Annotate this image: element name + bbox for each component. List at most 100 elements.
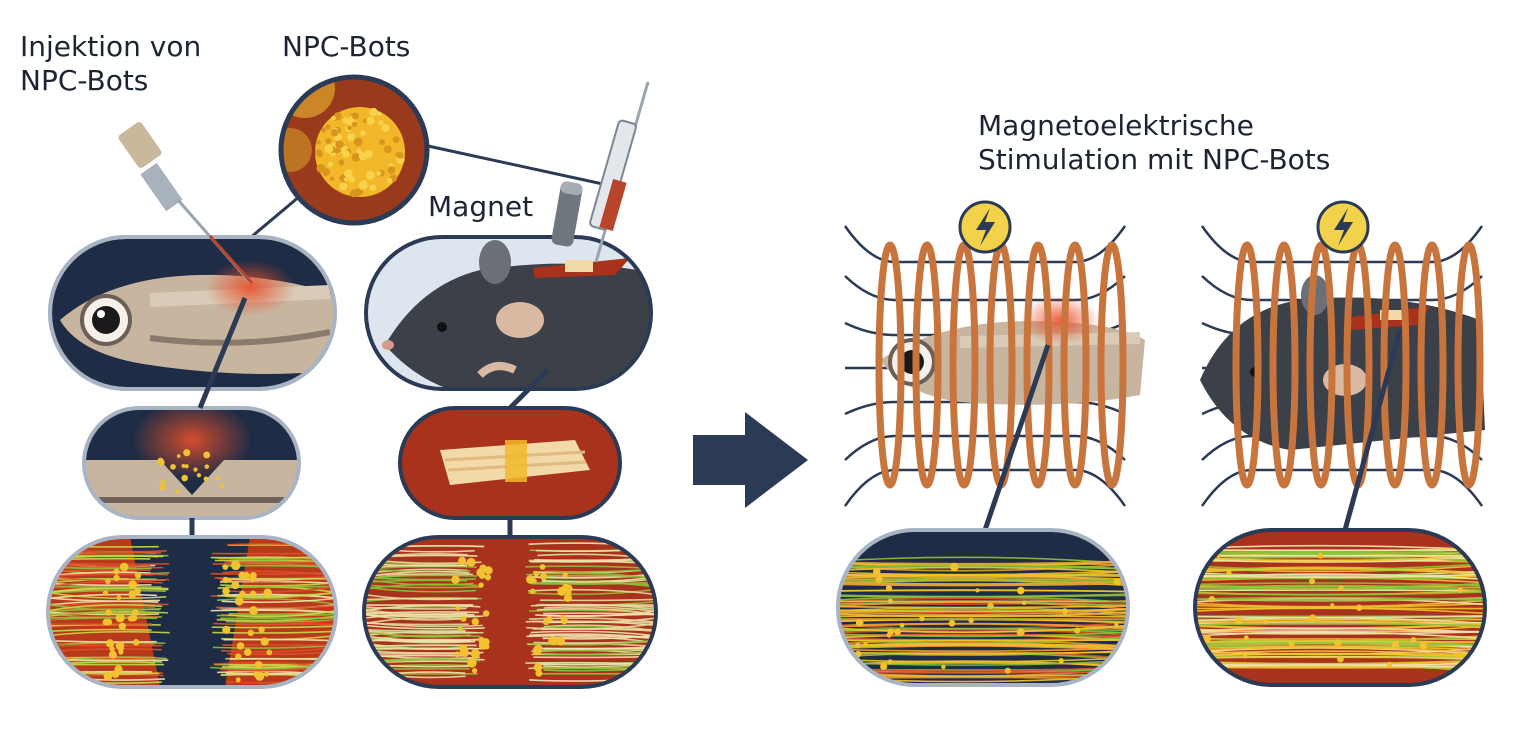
npc-bot-dot [108,650,117,659]
npc-bot-dot [1410,636,1417,643]
npc-bot-texture [378,120,384,126]
npc-bot-texture [379,139,386,146]
npc-bot-dot [1308,578,1316,585]
npc-bot-texture [330,129,339,137]
npc-bot-dot [886,632,892,638]
npc-bot-dot [175,489,180,494]
coil-turn [1097,241,1127,489]
npc-bot-dot [249,606,258,616]
nerve-fiber [528,588,656,596]
npc-bot-texture [347,133,356,142]
nerve-fiber [838,608,1128,616]
npc-bot-dot [533,570,540,577]
npc-bot-dot [239,590,246,597]
nerve-fiber [364,611,479,615]
nerve-fiber [48,612,154,616]
nerve-fiber [364,634,481,641]
npc-bot-dot [113,568,120,575]
npc-bot-dot [451,575,460,584]
nerve-fiber [210,556,336,559]
npc-bot-dot [470,649,480,659]
npc-bot-texture [316,163,326,173]
npc-bot-texture [365,170,375,180]
coil-turn [912,241,942,489]
npc-bot-dot [562,572,568,578]
nerve-fiber [838,615,1128,618]
nerve-fiber [838,589,1128,593]
nerve-fiber [221,597,336,604]
coil-turn [1269,241,1299,489]
npc-bot-dot [1338,585,1344,591]
npc-bot-texture [321,127,327,133]
npc-bot-texture [335,140,344,149]
npc-bot-dot [1317,552,1324,559]
nerve-fiber [528,588,656,596]
coil-turn [1023,241,1053,489]
fish-in-coil [843,200,1145,507]
npc-bot-dot [222,625,231,634]
npc-bot-dot [181,464,186,468]
npc-bot-dot [105,578,111,585]
npc-bot-dot [220,483,225,488]
nerve-fiber [223,638,336,642]
nerve-fiber [838,659,1128,666]
npc-bot-texture [338,159,345,166]
nerve-fiber [1195,631,1485,640]
nerve-fiber [48,597,161,603]
npc-bot-texture [351,121,358,128]
coil-turn [1454,241,1484,489]
npc-bot-texture [342,117,349,124]
coil-turn [949,241,979,489]
nerve-fiber [838,651,1128,655]
npc-bot-dot [263,588,272,597]
npc-bot-dot [560,617,568,625]
npc-bot-dot [1021,600,1027,606]
npc-bot-texture [328,161,334,167]
nerve-fiber [838,605,1128,609]
npc-bot-texture [392,136,400,144]
npc-bot-texture [358,151,363,156]
fish-regenerated-detail [836,528,1130,687]
npc-bot-dot [941,664,946,670]
npc-bot-dot [222,564,229,570]
npc-bot-texture [325,124,331,130]
npc-bot-dot [484,574,492,581]
npc-bot-dot [561,589,567,595]
mouse-lesion-detail [398,406,622,520]
npc-bot-dot [134,588,141,595]
npc-bot-dot [539,564,546,570]
npc-bot-dot [1386,661,1393,668]
fish-lesion-detail [82,406,301,520]
npc-bot-texture [331,115,336,121]
npc-bot-dot [887,598,894,604]
nerve-fiber [364,635,479,642]
npc-bot-dot [116,595,122,601]
npc-bot-dot [1242,654,1248,659]
npc-bot-dot [539,572,548,581]
nerve-fiber [221,593,336,599]
nerve-fiber [838,631,1128,638]
nerve-fiber [48,582,152,587]
magnetic-field-line [844,275,1126,302]
npc-bot-dot [222,576,229,584]
nerve-fiber [838,580,1128,585]
injection-label-line1: Injektion von [20,30,202,63]
nerve-fiber [364,584,481,589]
nerve-fiber [48,587,169,594]
npc-bot-texture [325,138,332,144]
nerve-fiber [1195,615,1485,619]
npc-bot-dot [535,669,543,677]
nerve-fiber [1195,553,1485,563]
nerve-fiber [1195,566,1485,575]
lightning-icon-2 [1316,200,1370,254]
npc-bot-dot [102,590,109,596]
npc-bot-dot [478,582,484,588]
npc-bot-dot [132,609,139,616]
npc-bot-dot [880,662,888,671]
npc-bot-dot [127,615,134,622]
nerve-fiber [1195,544,1485,551]
npc-bot-dot [105,609,112,616]
npc-bot-dot [204,464,210,469]
nerve-fiber [1195,551,1485,554]
coil-turn [1232,241,1262,489]
